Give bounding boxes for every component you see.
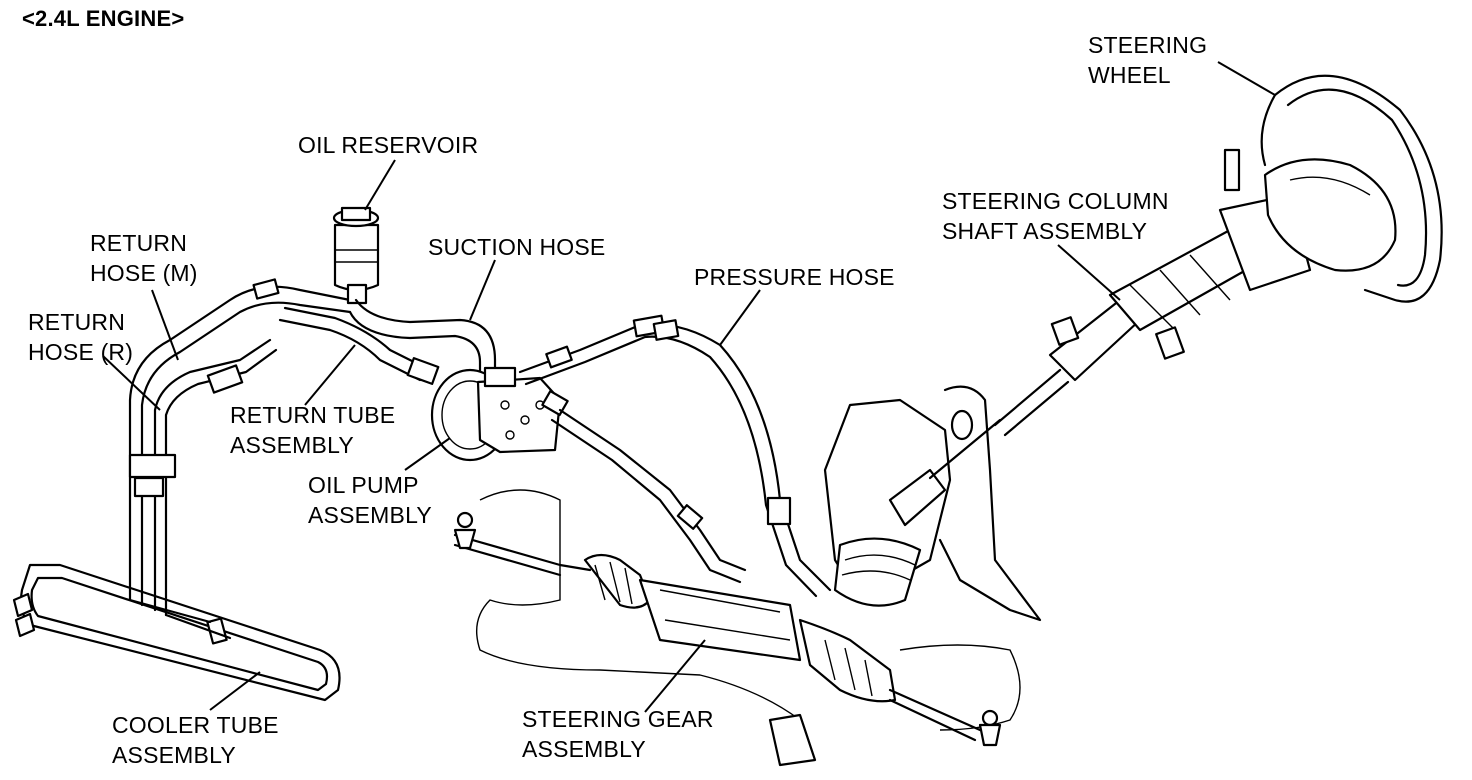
label-line: COOLER TUBE (112, 712, 279, 738)
label-line: ASSEMBLY (308, 502, 432, 528)
suction-hose (348, 298, 497, 377)
label-return-tube-assembly: RETURN TUBE ASSEMBLY (230, 400, 395, 460)
intermediate-shaft (833, 418, 1002, 607)
steering-wheel (1260, 74, 1443, 303)
diagram-title: <2.4L ENGINE> (22, 6, 185, 31)
pressure-hose (518, 314, 832, 598)
return-tube-assembly (278, 306, 440, 386)
oil-pump-assembly (430, 366, 569, 462)
label-line: STEERING (1088, 32, 1208, 58)
oil-reservoir (332, 206, 380, 305)
cooler-tube-assembly (12, 563, 341, 702)
label-line: SUCTION HOSE (428, 234, 606, 260)
label-line: ASSEMBLY (230, 432, 354, 458)
label-line: OIL PUMP (308, 472, 419, 498)
label-line: WHEEL (1088, 62, 1171, 88)
steering-gear-assembly (453, 511, 1002, 747)
label-steering-gear-assembly: STEERING GEAR ASSEMBLY (522, 704, 714, 764)
label-line: SHAFT ASSEMBLY (942, 218, 1148, 244)
label-oil-reservoir: OIL RESERVOIR (298, 130, 478, 160)
label-line: HOSE (M) (90, 260, 198, 286)
label-oil-pump-assembly: OIL PUMP ASSEMBLY (308, 470, 432, 530)
label-steering-wheel: STEERING WHEEL (1088, 30, 1207, 90)
floor-outline (476, 489, 1021, 767)
label-line: HOSE (R) (28, 339, 134, 365)
label-steering-column-shaft: STEERING COLUMN SHAFT ASSEMBLY (942, 186, 1169, 246)
label-line: RETURN (28, 309, 126, 335)
label-line: OIL RESERVOIR (298, 132, 479, 158)
label-cooler-tube-assembly: COOLER TUBE ASSEMBLY (112, 710, 279, 770)
label-suction-hose: SUCTION HOSE (428, 232, 605, 262)
label-return-hose-m: RETURN HOSE (M) (90, 228, 198, 288)
label-line: ASSEMBLY (112, 742, 236, 768)
label-line: RETURN (90, 230, 188, 256)
return-hoses (128, 278, 352, 640)
label-line: RETURN TUBE (230, 402, 396, 428)
label-pressure-hose: PRESSURE HOSE (694, 262, 895, 292)
label-line: STEERING COLUMN (942, 188, 1169, 214)
label-line: ASSEMBLY (522, 736, 646, 762)
leader-lines (102, 61, 1276, 713)
label-line: STEERING GEAR (522, 706, 714, 732)
label-line: PRESSURE HOSE (694, 264, 895, 290)
label-return-hose-r: RETURN HOSE (R) (28, 307, 133, 367)
